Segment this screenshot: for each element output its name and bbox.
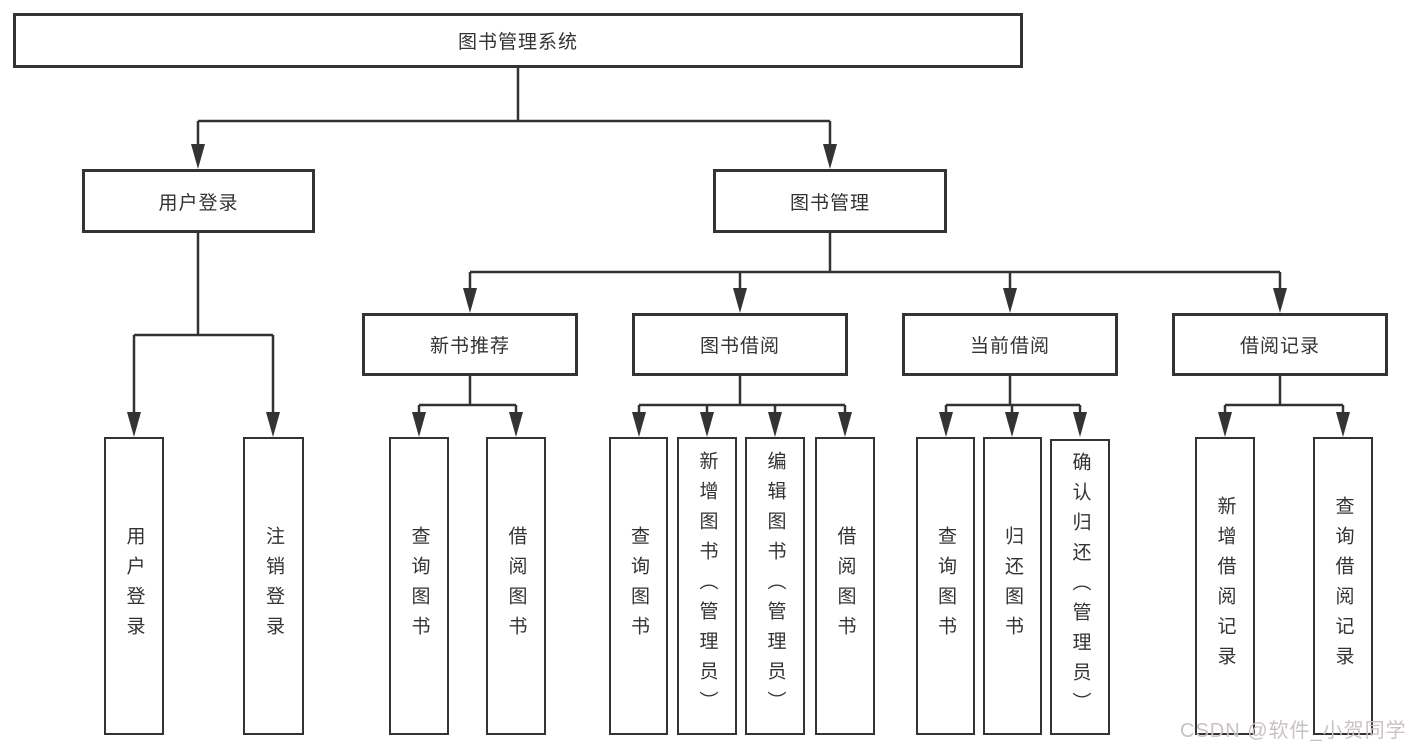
- node-new-book-recommend-label: 新书推荐: [429, 336, 510, 357]
- leaf-query-books-current: 查询图书: [916, 437, 975, 735]
- leaf-borrow-books-borrowing-label: 借阅图书: [834, 526, 856, 646]
- arrowheads-level2: [191, 144, 837, 169]
- leaf-confirm-return-admin: 确认归还（管理员）: [1050, 439, 1110, 735]
- leaf-add-book-admin: 新增图书（管理员）: [677, 437, 737, 735]
- leaf-add-borrow-record: 新增借阅记录: [1195, 437, 1255, 735]
- leaf-confirm-return-admin-label: 确认归还（管理员）: [1069, 452, 1091, 722]
- connector-book-management-to-level3: [468, 233, 1282, 292]
- node-book-management-label: 图书管理: [789, 192, 870, 214]
- node-user-login-label: 用户登录: [158, 192, 239, 214]
- leaf-return-books: 归还图书: [983, 437, 1042, 735]
- connector-borrow-records-to-leaves: [1223, 376, 1345, 416]
- arrowheads-level3: [463, 288, 1287, 313]
- connector-user-login-to-leaves: [132, 233, 275, 416]
- node-book-management: 图书管理: [713, 169, 947, 233]
- node-book-borrowing-label: 图书借阅: [699, 336, 780, 357]
- leaf-user-login-label: 用户登录: [123, 526, 145, 646]
- watermark: CSDN @软件_小贺同学: [1180, 720, 1405, 742]
- arrowheads-leaves: [127, 412, 1350, 437]
- leaf-add-book-admin-label: 新增图书（管理员）: [696, 451, 718, 721]
- leaf-borrow-books-recommend-label: 借阅图书: [505, 526, 527, 646]
- leaf-return-books-label: 归还图书: [1002, 526, 1023, 646]
- node-book-borrowing: 图书借阅: [632, 313, 848, 376]
- node-root-label: 图书管理系统: [457, 32, 578, 53]
- leaf-query-books-borrowing-label: 查询图书: [628, 526, 649, 646]
- leaf-edit-book-admin-label: 编辑图书（管理员）: [764, 451, 786, 721]
- leaf-edit-book-admin: 编辑图书（管理员）: [745, 437, 805, 735]
- connector-current-borrowing-to-leaves: [944, 376, 1082, 416]
- connector-new-book-to-leaves: [417, 376, 518, 416]
- leaf-query-books-recommend-label: 查询图书: [408, 526, 430, 646]
- leaf-borrow-books-recommend: 借阅图书: [486, 437, 546, 735]
- leaf-query-books-recommend: 查询图书: [389, 437, 449, 735]
- node-borrow-records: 借阅记录: [1172, 313, 1388, 376]
- node-current-borrowing-label: 当前借阅: [969, 336, 1050, 357]
- leaf-logout-label: 注销登录: [263, 526, 284, 646]
- leaf-user-login: 用户登录: [104, 437, 164, 735]
- leaf-logout: 注销登录: [243, 437, 304, 735]
- connector-root-to-level2: [196, 68, 832, 148]
- leaf-query-books-current-label: 查询图书: [935, 526, 956, 646]
- leaf-add-borrow-record-label: 新增借阅记录: [1214, 496, 1236, 676]
- node-new-book-recommend: 新书推荐: [362, 313, 578, 376]
- node-root: 图书管理系统: [13, 13, 1023, 68]
- leaf-query-borrow-record: 查询借阅记录: [1313, 437, 1373, 735]
- node-current-borrowing: 当前借阅: [902, 313, 1118, 376]
- leaf-query-borrow-record-label: 查询借阅记录: [1332, 496, 1354, 676]
- node-user-login: 用户登录: [82, 169, 315, 233]
- connector-book-borrowing-to-leaves: [637, 376, 847, 416]
- leaf-borrow-books-borrowing: 借阅图书: [815, 437, 875, 735]
- node-borrow-records-label: 借阅记录: [1239, 336, 1320, 357]
- leaf-query-books-borrowing: 查询图书: [609, 437, 668, 735]
